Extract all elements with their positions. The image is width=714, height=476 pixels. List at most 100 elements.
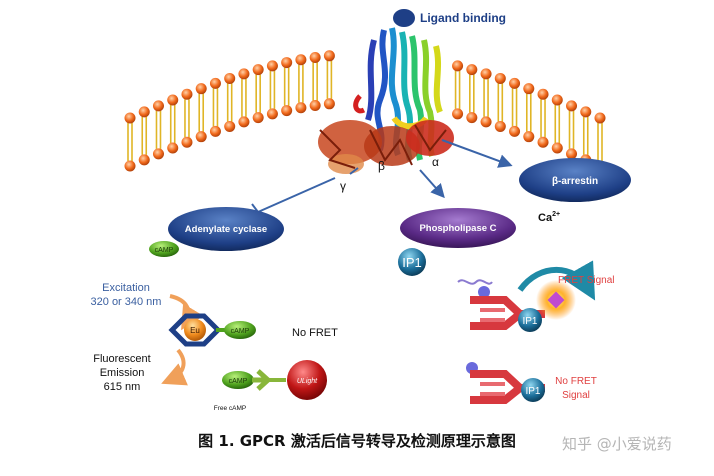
alpha-label: α	[432, 155, 439, 169]
camp-small-label: cAMP	[155, 247, 174, 254]
free-camp-label: Free cAMP	[214, 405, 247, 412]
lipid-tail	[483, 78, 489, 117]
no-fret-signal-line2: Signal	[562, 390, 590, 401]
lipid-head	[323, 50, 335, 62]
lipid-tail	[241, 78, 247, 117]
lipid-head	[238, 116, 250, 128]
lipid-head	[509, 77, 521, 89]
phospholipase-c-oval	[400, 208, 516, 248]
lipid-tail	[511, 88, 518, 127]
camp-pill-bound-label: cAMP	[231, 328, 250, 335]
lipid-head	[252, 64, 264, 76]
lipid-tail	[141, 116, 148, 155]
lipid-head	[224, 72, 236, 84]
fret-signal-label: FRET Signal	[558, 275, 615, 286]
lipid-head	[152, 148, 164, 160]
lipid-head	[480, 68, 492, 80]
lipid-head	[138, 154, 150, 166]
lipid-tail	[454, 70, 461, 109]
lipid-head	[138, 106, 150, 118]
ip1-label-top: IP1	[402, 255, 422, 270]
lipid-head	[452, 60, 464, 72]
lipid-head	[509, 125, 521, 137]
antibody-top: IP1	[470, 280, 576, 332]
lipid-head	[124, 112, 136, 124]
ip1-assay-panel: IP1 FRET Signal IP1 No FRET Signal	[457, 260, 615, 404]
adenylate-cyclase-oval	[168, 207, 284, 251]
lipid-tail	[226, 83, 233, 122]
ulight-circle	[287, 360, 327, 400]
lipid-head	[152, 100, 164, 112]
lipid-head	[551, 94, 563, 106]
lipid-head	[195, 131, 207, 143]
eu-cryptate-complex: Eu cAMP	[168, 313, 256, 347]
lipid-head	[537, 136, 549, 148]
lipid-head	[224, 120, 236, 132]
lipid-tail	[597, 123, 603, 161]
lipid-head	[309, 100, 321, 112]
lipid-head	[195, 83, 207, 95]
lipid-tail	[269, 70, 276, 109]
lipid-head	[551, 142, 563, 154]
lipid-head	[580, 106, 592, 118]
lipid-tail	[283, 67, 290, 106]
lipid-head	[295, 102, 307, 114]
lipid-tail	[312, 62, 318, 101]
lipid-head	[167, 94, 179, 106]
lipid-tail	[326, 60, 333, 99]
lipid-head	[281, 57, 293, 69]
beta-arrestin-oval	[519, 158, 631, 202]
fluor-line1: Fluorescent	[93, 353, 150, 365]
lipid-head	[266, 108, 278, 120]
lipid-tail	[554, 104, 561, 143]
watermark: 知乎 @小爱说药	[562, 435, 672, 453]
lipid-head	[594, 112, 606, 124]
lipid-head	[452, 108, 464, 120]
no-fret-label: No FRET	[292, 327, 338, 339]
fluor-line2: Emission	[100, 367, 145, 379]
eu-circle	[184, 319, 206, 341]
lipid-tail	[525, 93, 532, 132]
lipid-head	[566, 100, 578, 112]
lipid-head	[494, 120, 506, 132]
lipid-head	[238, 68, 250, 80]
lipid-head	[281, 105, 293, 117]
ip1-label-bound: IP1	[522, 316, 537, 327]
figure-caption: 图 1. GPCR 激活后信号转导及检测原理示意图	[198, 432, 516, 450]
calcium-label: Ca2+	[538, 211, 560, 224]
lipid-head	[124, 160, 136, 172]
ip1-circle-bound	[518, 308, 542, 332]
ip1-label-free: IP1	[525, 386, 540, 397]
camp-free-pill	[222, 371, 254, 389]
camp-assay-panel: Excitation 320 or 340 nm Eu cAMP No FRET…	[91, 282, 339, 412]
lipid-tail	[184, 99, 190, 138]
lipid-head	[209, 77, 221, 89]
no-fret-signal-line1: No FRET	[555, 376, 597, 387]
lipid-head	[494, 72, 506, 84]
phospholipase-c-label: Phospholipase C	[419, 223, 496, 234]
lipid-tail	[497, 83, 504, 122]
lipid-head	[309, 52, 321, 64]
lipid-tail	[469, 74, 475, 113]
lipid-head	[181, 88, 193, 100]
g-protein-complex: γ β α	[318, 120, 454, 193]
lipid-tail	[155, 110, 162, 149]
lipid-head	[323, 98, 335, 110]
lipid-head	[523, 83, 535, 95]
lipid-head	[167, 142, 179, 154]
beta-arrestin-label: β-arrestin	[552, 176, 598, 187]
eu-label: Eu	[190, 326, 200, 335]
lipid-tail	[582, 116, 589, 155]
lipid-head	[523, 131, 535, 143]
excitation-line2: 320 or 340 nm	[91, 296, 162, 308]
lipid-tail	[255, 74, 261, 113]
gamma-label: γ	[340, 179, 346, 193]
adenylate-cyclase-label: Adenylate cyclase	[185, 224, 267, 235]
excitation-line1: Excitation	[102, 282, 150, 294]
lipid-head	[252, 112, 264, 124]
lipid-head	[537, 88, 549, 100]
lipid-head	[266, 60, 278, 72]
acceptor-dot-top	[478, 286, 490, 298]
camp-small-pill	[149, 241, 179, 257]
